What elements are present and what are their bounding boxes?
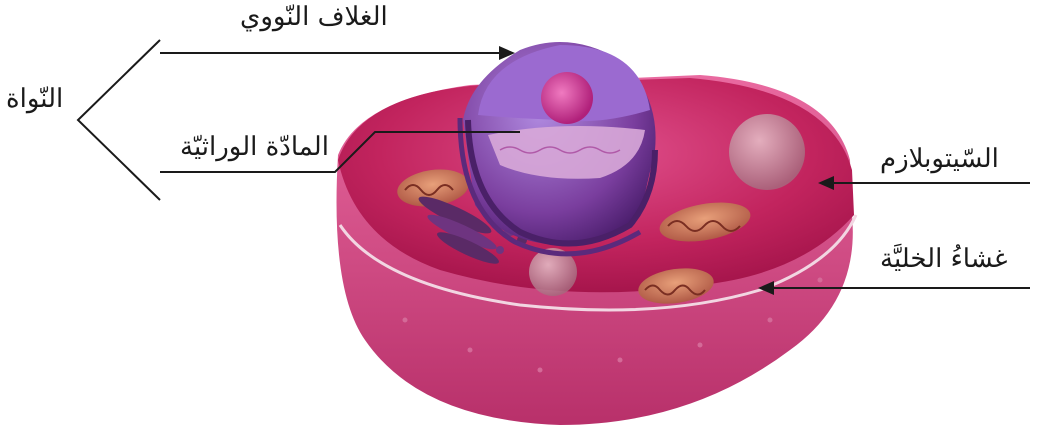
label-nuclear-envelope: الغلاف النّووي xyxy=(240,4,388,30)
nucleolus xyxy=(541,72,593,124)
label-nucleus: النّواة xyxy=(6,86,63,112)
label-genetic-material: المادّة الوراثيّة xyxy=(180,134,329,160)
label-cell-membrane: غشاءُ الخليَّة xyxy=(880,246,1008,272)
nucleus xyxy=(460,42,656,254)
label-cytoplasm: السّيتوبلازم xyxy=(880,146,999,172)
vesicle-large xyxy=(729,114,805,190)
nucleus-bracket xyxy=(78,40,160,200)
